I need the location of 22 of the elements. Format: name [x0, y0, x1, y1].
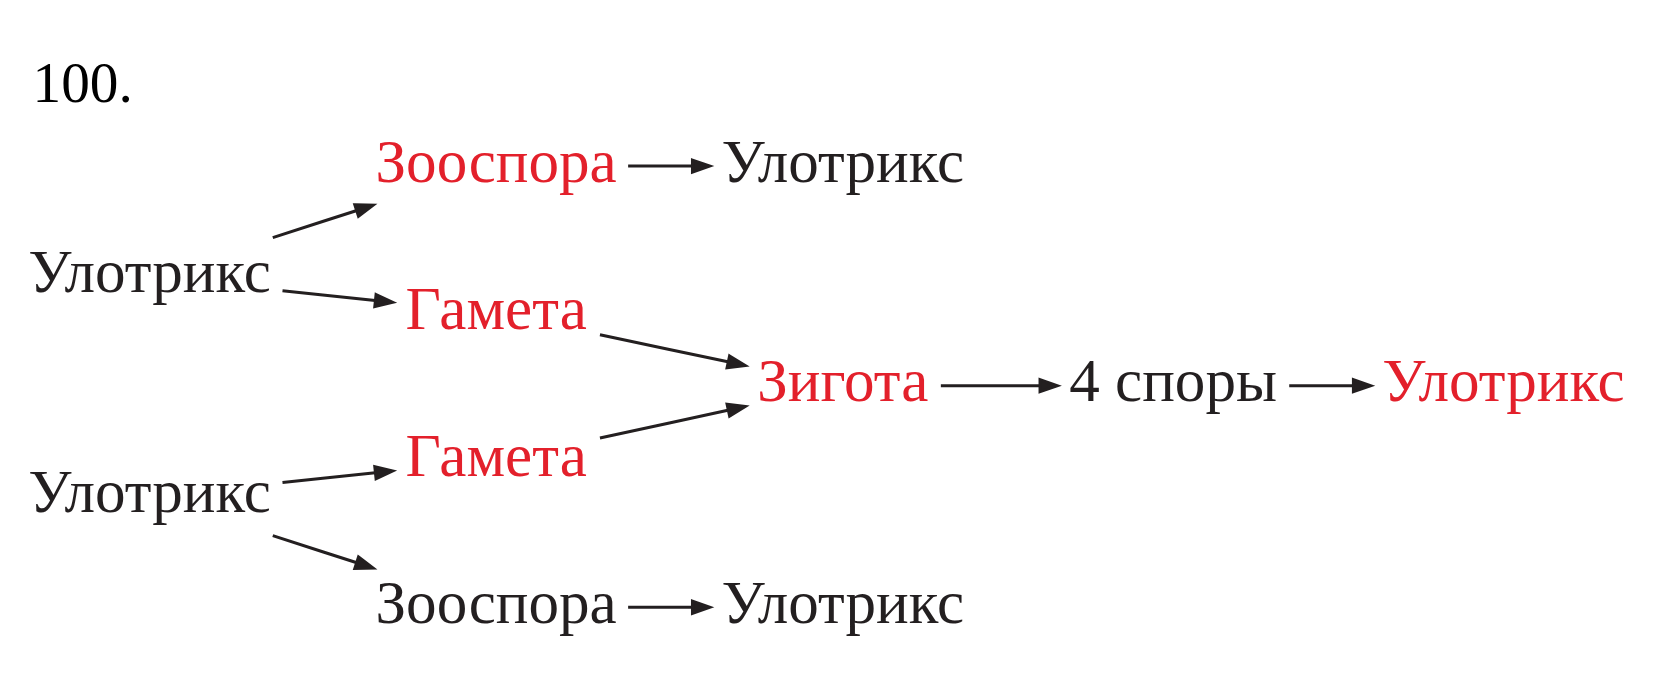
arrow: [940, 377, 1062, 394]
node-text: Улотрикс: [28, 237, 271, 305]
arrow: [628, 157, 715, 174]
arrow: [1289, 377, 1376, 394]
node-text: Улотрикс: [721, 127, 965, 195]
arrow: [282, 288, 398, 309]
node-text: Улотрикс: [721, 568, 965, 636]
node-text: Зооспора: [375, 127, 617, 195]
arrow: [272, 202, 378, 239]
node-text: Гамета: [405, 421, 587, 489]
arrow: [599, 402, 750, 439]
diagram-title: 100.: [32, 50, 133, 114]
node-text: Улотрикс: [28, 457, 271, 525]
arrow: [628, 598, 715, 615]
node-text: 4 споры: [1069, 346, 1277, 414]
arrow: [272, 533, 378, 570]
node-text: Гамета: [405, 274, 587, 342]
node-text: Зигота: [757, 346, 929, 414]
node-text: Улотрикс: [1382, 346, 1625, 414]
node-text: Зооспора: [375, 568, 617, 636]
arrow: [282, 464, 398, 484]
arrow: [599, 332, 750, 370]
